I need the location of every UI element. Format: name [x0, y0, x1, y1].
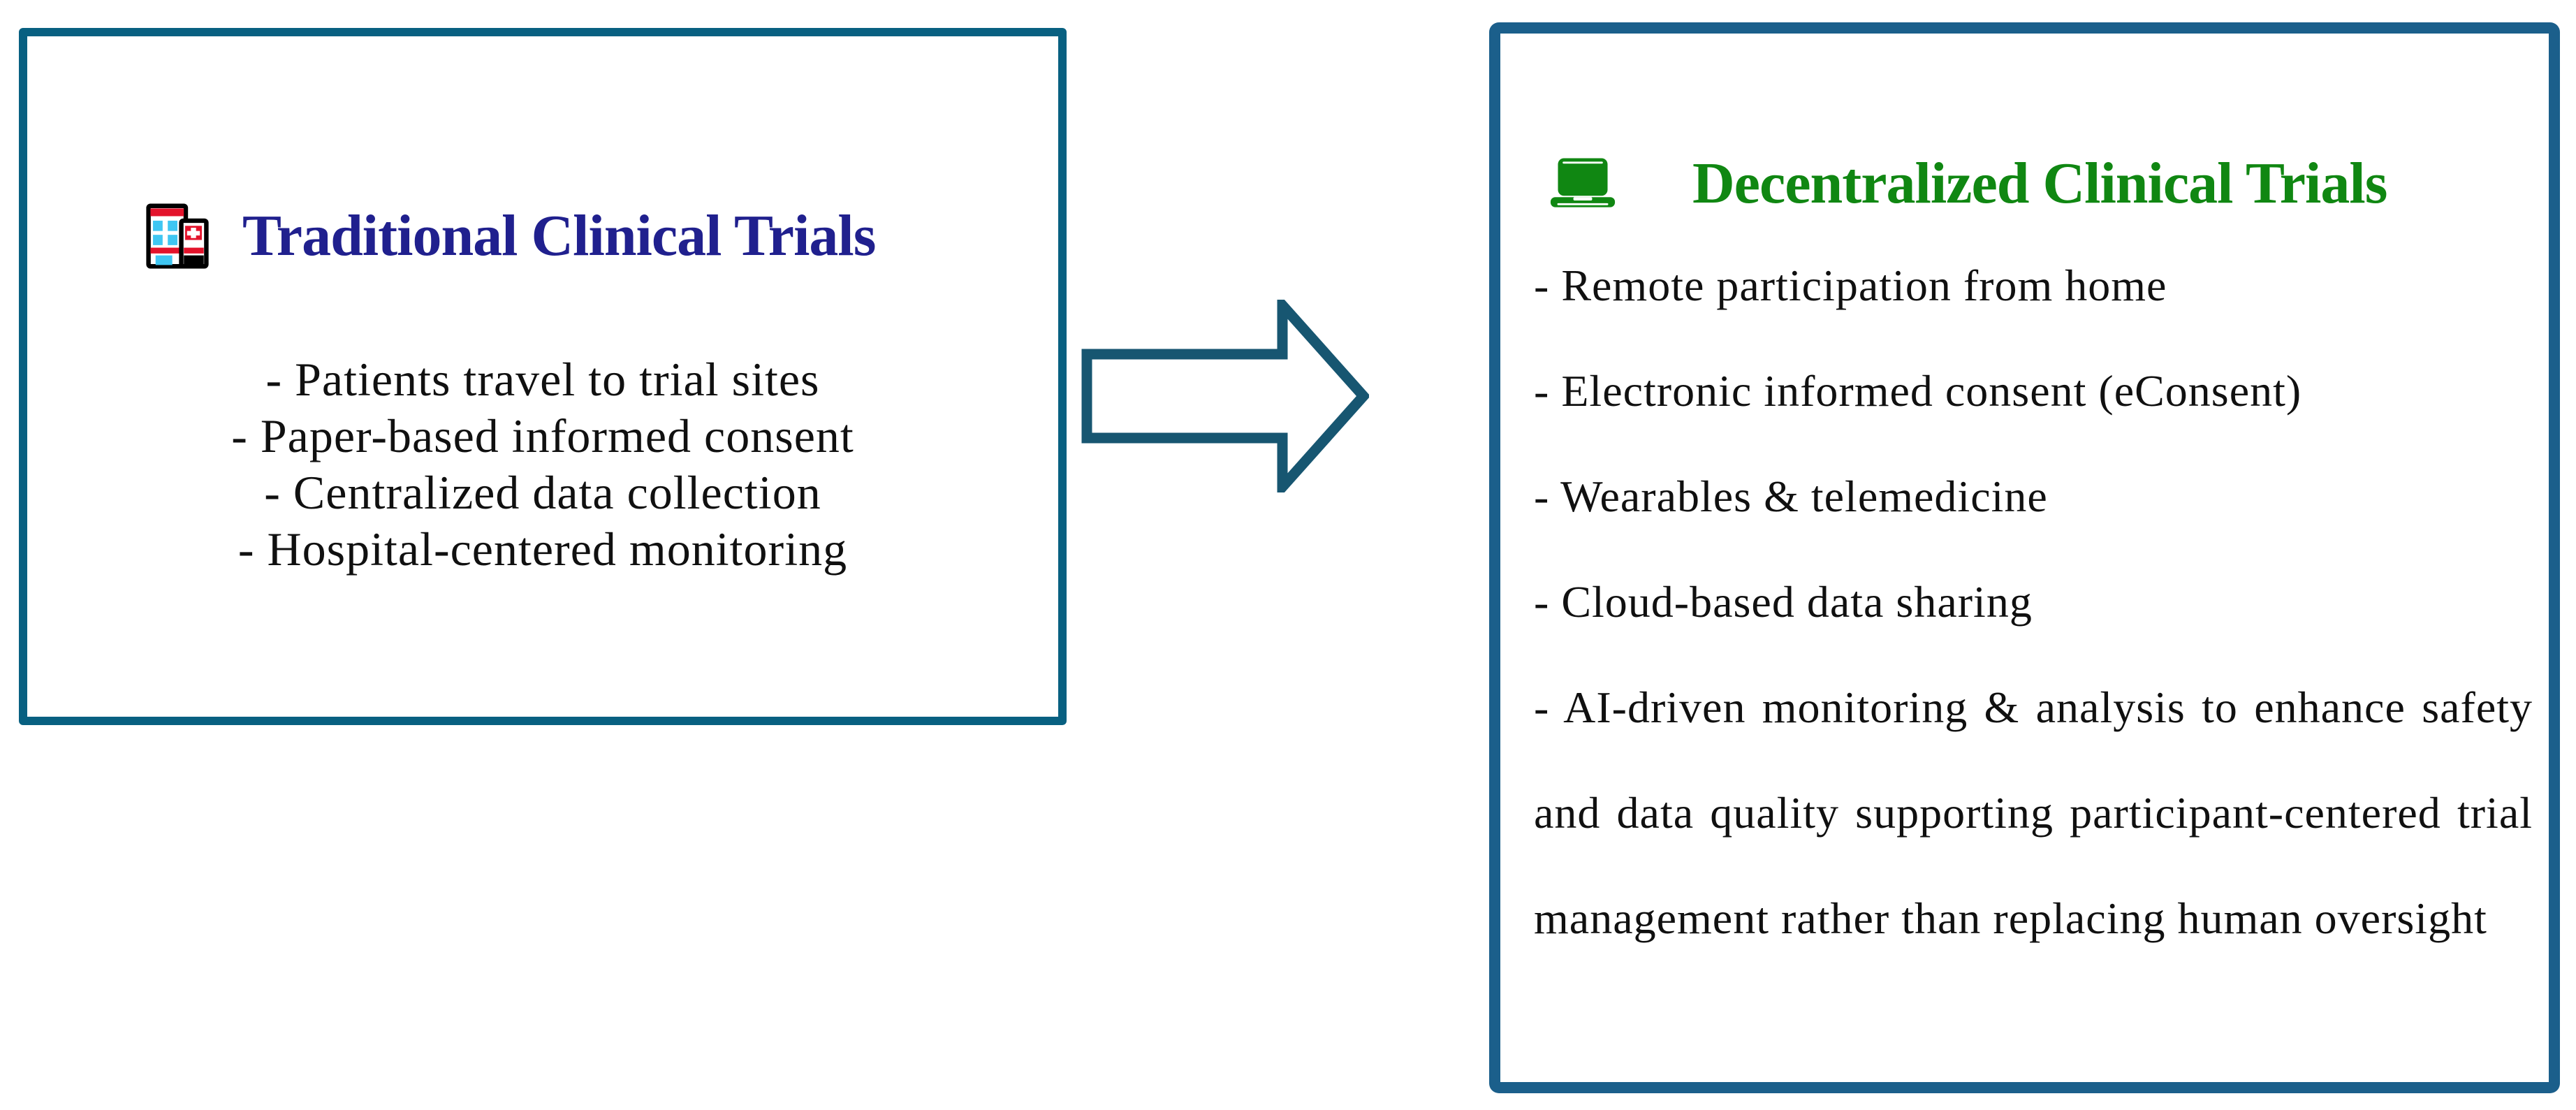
traditional-list-item: - Paper-based informed consent: [231, 409, 854, 462]
traditional-box: Traditional Clinical Trials - Patients t…: [19, 28, 1067, 725]
decentralized-list-item: - Wearables & telemedicine: [1534, 472, 2048, 521]
decentralized-box: Decentralized Clinical Trials - Remote p…: [1489, 22, 2560, 1093]
traditional-list-item: - Hospital-centered monitoring: [237, 523, 848, 576]
traditional-header: Traditional Clinical Trials: [145, 203, 876, 270]
decentralized-header: Decentralized Clinical Trials: [1549, 154, 2387, 214]
decentralized-list-item: - Cloud-based data sharing: [1534, 577, 2033, 627]
traditional-list-item: - Patients travel to trial sites: [265, 353, 820, 406]
hospital-icon: [146, 203, 209, 269]
right-arrow-icon: [1081, 300, 1369, 492]
traditional-list-item: - Centralized data collection: [264, 466, 821, 519]
decentralized-paragraph: - AI-driven monitoring & analysis to enh…: [1534, 682, 2533, 943]
traditional-list: - Patients travel to trial sites - Paper…: [27, 351, 1058, 578]
traditional-title: Traditional Clinical Trials: [242, 203, 876, 268]
decentralized-list: - Remote participation from home - Elect…: [1534, 233, 2533, 971]
decentralized-list-item: - Electronic informed consent (eConsent): [1534, 366, 2302, 416]
decentralized-list-item: - Remote participation from home: [1534, 261, 2167, 310]
laptop-icon: [1550, 158, 1616, 207]
decentralized-title: Decentralized Clinical Trials: [1692, 151, 2387, 216]
